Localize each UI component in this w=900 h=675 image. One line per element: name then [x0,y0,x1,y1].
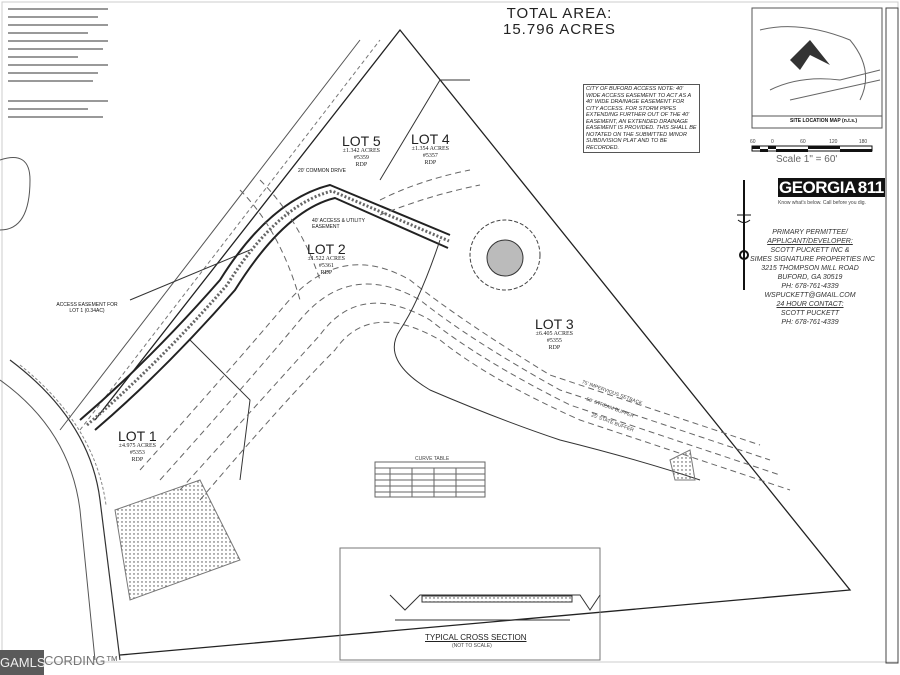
permittee-line: WSPUCKETT@GMAIL.COM [764,292,856,299]
lot-id: #5355 [546,338,562,344]
lot-note: RDP [320,270,333,276]
permittee-block: PRIMARY PERMITTEE/ APPLICANT/DEVELOPER: … [750,228,875,327]
lot-line [129,249,251,301]
total-area: TOTAL AREA: 15.796 ACRES [503,6,616,38]
permittee-line: BUFORD, GA 30519 [777,274,843,281]
watermark-text: CORDING™ [44,653,119,668]
ga811-tagline: Know what's below. Call before you dig. [778,200,866,206]
location-map-roads [759,26,881,101]
cross-section-drawing [389,594,601,621]
common-drive-label: 20' COMMON DRIVE [298,168,346,174]
location-map [751,7,883,129]
permittee-line: SIMES SIGNATURE PROPERTIES INC [750,256,875,263]
scale-ticks: 60 0 60 120 180 [750,139,867,145]
curve-table [374,461,486,498]
ga811-number: 811 [856,178,885,197]
contact-phone: PH: 678-761-4339 [781,319,839,326]
cul-de-sac [469,219,541,291]
road-edge [0,379,96,661]
adjacent-culdesac [0,157,31,231]
general-notes [8,8,108,118]
lot-name: LOT 4 [411,131,450,147]
stream-buffers [139,169,791,501]
ga811-brand: GEORGIA [778,178,857,197]
permittee-heading: PRIMARY PERMITTEE/ [772,229,848,236]
lot-acres: ±4.975 ACRES [118,443,156,449]
lot-id: #5359 [353,155,369,161]
road-edge [9,359,121,661]
cross-section-subtitle: (NOT TO SCALE) [452,643,492,649]
total-area-label: TOTAL AREA: [506,5,613,22]
lot-id: #5361 [318,263,334,269]
road-centerline [19,364,107,506]
lot-line-4-5 [379,79,470,181]
scale-label: Scale 1" = 60' [776,154,838,165]
scale-tick: 60 [800,139,806,145]
access-note: CITY OF BUFORD ACCESS NOTE: 40' WIDE ACC… [583,84,700,153]
scale-tick: 60 [750,139,756,145]
site-location-marker [790,40,830,70]
curve-table-title: CURVE TABLE [415,456,450,462]
scale-tick: 120 [829,139,838,145]
permittee-line: SCOTT PUCKETT INC & [770,247,850,254]
hatched-area [114,479,241,601]
north-arrow-icon [737,180,751,290]
permittee-line: 3215 THOMPSON MILL ROAD [761,265,859,272]
location-map-label: SITE LOCATION MAP (n.t.s.) [790,118,858,124]
title-block-strip [885,7,899,664]
contact-name: SCOTT PUCKETT [780,310,840,317]
common-drive [94,196,449,431]
total-area-value: 15.796 ACRES [503,21,616,38]
property-boundary [94,28,852,656]
cul-de-sac-island [486,239,524,277]
permittee-line: PH: 678-761-4339 [781,283,839,290]
adjacent-road-line [59,39,361,431]
lot1-easement-label: ACCESS EASEMENT FOR LOT 1 (0.34AC) [56,302,118,314]
lot-acres: ±1.522 ACRES [307,256,345,262]
scale-tick: 180 [858,139,868,145]
drive-hatch [86,189,450,427]
cross-section-box [339,547,601,661]
row-line [79,39,381,431]
lot-note: RDP [355,162,368,168]
contact-heading: 24 HOUR CONTACT: [776,301,844,308]
lot-name: LOT 3 [535,316,574,332]
common-drive [79,183,451,421]
lot-id: #5353 [129,450,145,456]
lot-acres: ±1.354 ACRES [411,146,449,152]
stream [393,239,701,481]
lot-name: LOT 2 [307,241,346,257]
lot-acres: ±6.405 ACRES [535,331,573,337]
lot-note: RDP [548,345,561,351]
access-easement-label: 40' ACCESS & UTILITY EASEMENT [312,218,365,230]
hatched-area [669,449,696,481]
lot-note: RDP [424,160,437,166]
lot-acres: ±1.342 ACRES [342,148,380,154]
lot-line [189,339,251,481]
lot-id: #5357 [422,153,438,159]
lot-note: RDP [131,457,144,463]
permittee-heading: APPLICANT/DEVELOPER: [767,238,853,245]
cross-section-title: TYPICAL CROSS SECTION [425,633,527,642]
scale-bar [751,145,873,152]
gamls-logo-text: GAMLS [0,655,46,670]
gamls-logo: GAMLS [0,650,46,675]
lot-name: LOT 1 [118,428,157,444]
lot-name: LOT 5 [342,133,381,149]
scale-tick: 0 [770,139,774,145]
